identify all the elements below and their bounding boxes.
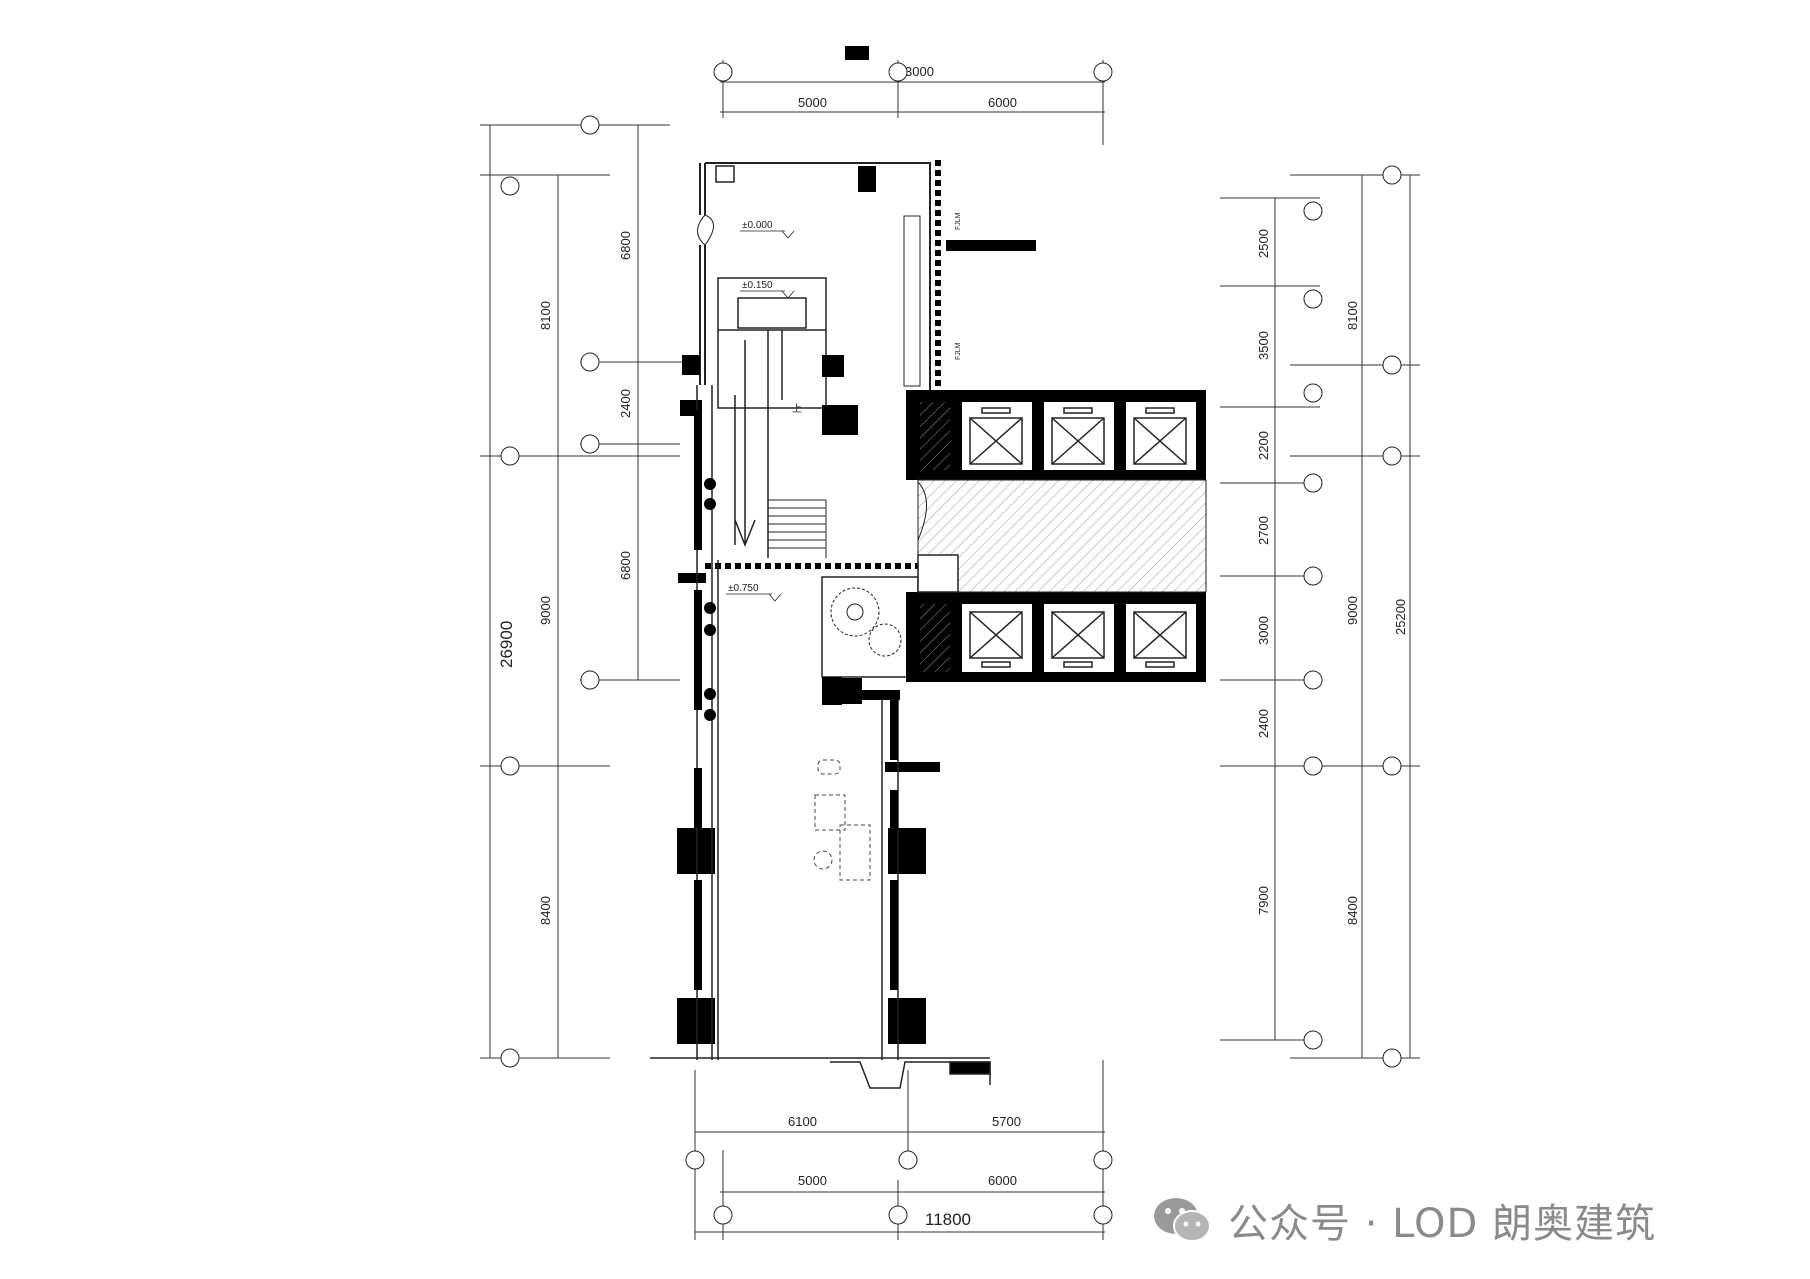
left-inner-dim-3: 6800 — [618, 551, 633, 580]
axis-bubble — [888, 62, 908, 82]
wall-tag-2: FJLM — [955, 342, 962, 360]
top-axis-bubbles — [713, 62, 1113, 82]
bottom-axis-bubbles — [685, 1150, 1113, 1225]
top-marker-label: 3000 — [905, 64, 934, 79]
right-outer-dim-1: 8100 — [1345, 301, 1360, 330]
left-outer-dim-3: 8400 — [538, 896, 553, 925]
level-mark-1: ±0.000 — [742, 220, 773, 231]
right-inner-dim-3: 2200 — [1256, 431, 1271, 460]
bottom-dim-2: 5700 — [992, 1114, 1021, 1129]
tree-icons — [830, 587, 902, 657]
left-inner-dim-1: 6800 — [618, 231, 633, 260]
left-wall — [696, 385, 899, 1060]
left-outer-dim-1: 8100 — [538, 301, 553, 330]
bottom-dim-4: 6000 — [988, 1173, 1017, 1188]
bottom-entrance — [650, 1057, 991, 1089]
watermark-text: 公众号 · LOD 朗奥建筑 — [1228, 1201, 1657, 1247]
right-total-dim: 25200 — [1393, 599, 1408, 635]
axis-bubble — [1093, 62, 1113, 82]
left-axis-bubbles — [500, 115, 600, 1068]
columns — [677, 355, 940, 1044]
furniture — [813, 759, 871, 881]
elevator-core — [906, 390, 1207, 682]
right-outer-dim-3: 8400 — [1345, 896, 1360, 925]
garden-box — [821, 576, 919, 678]
right-inner-dim-4: 2700 — [1256, 516, 1271, 545]
left-inner-dim-2: 2400 — [618, 389, 633, 418]
stair-steps — [768, 499, 827, 558]
stair-label: 上 — [792, 403, 802, 415]
right-inner-dim-6: 2400 — [1256, 709, 1271, 738]
axis-bubble — [713, 62, 733, 82]
right-inner-dim-5: 3000 — [1256, 616, 1271, 645]
left-dimensions — [480, 124, 690, 1059]
right-inner-dim-1: 2500 — [1256, 229, 1271, 258]
wechat-icon — [1154, 1198, 1211, 1242]
left-outer-dim-2: 9000 — [538, 596, 553, 625]
bottom-total-dim: 11800 — [925, 1210, 971, 1229]
right-inner-dim-2: 3500 — [1256, 331, 1271, 360]
stair — [717, 277, 827, 558]
left-wall-solid — [694, 410, 898, 990]
north-marker — [845, 46, 869, 60]
entrance-room — [699, 162, 931, 390]
right-dimensions — [1220, 174, 1420, 1059]
elevator-cars — [969, 407, 1187, 668]
watermark: 公众号 · LOD 朗奥建筑 — [1152, 1190, 1656, 1250]
top-dim-2: 6000 — [988, 95, 1017, 110]
top-dim-1: 5000 — [798, 95, 827, 110]
level-mark-2: ±0.150 — [742, 280, 773, 291]
bottom-dim-3: 5000 — [798, 1173, 827, 1188]
wall-tag-1: FJLM — [955, 212, 962, 230]
dashed-wall — [705, 160, 941, 569]
left-total-dim: 26900 — [497, 621, 516, 668]
plant-icons — [704, 478, 716, 721]
right-outer-dim-2: 9000 — [1345, 596, 1360, 625]
level-mark-3: ±0.750 — [728, 583, 759, 594]
bottom-dim-1: 6100 — [788, 1114, 817, 1129]
right-axis-bubbles — [1303, 165, 1402, 1068]
right-inner-dim-7: 7900 — [1256, 886, 1271, 915]
